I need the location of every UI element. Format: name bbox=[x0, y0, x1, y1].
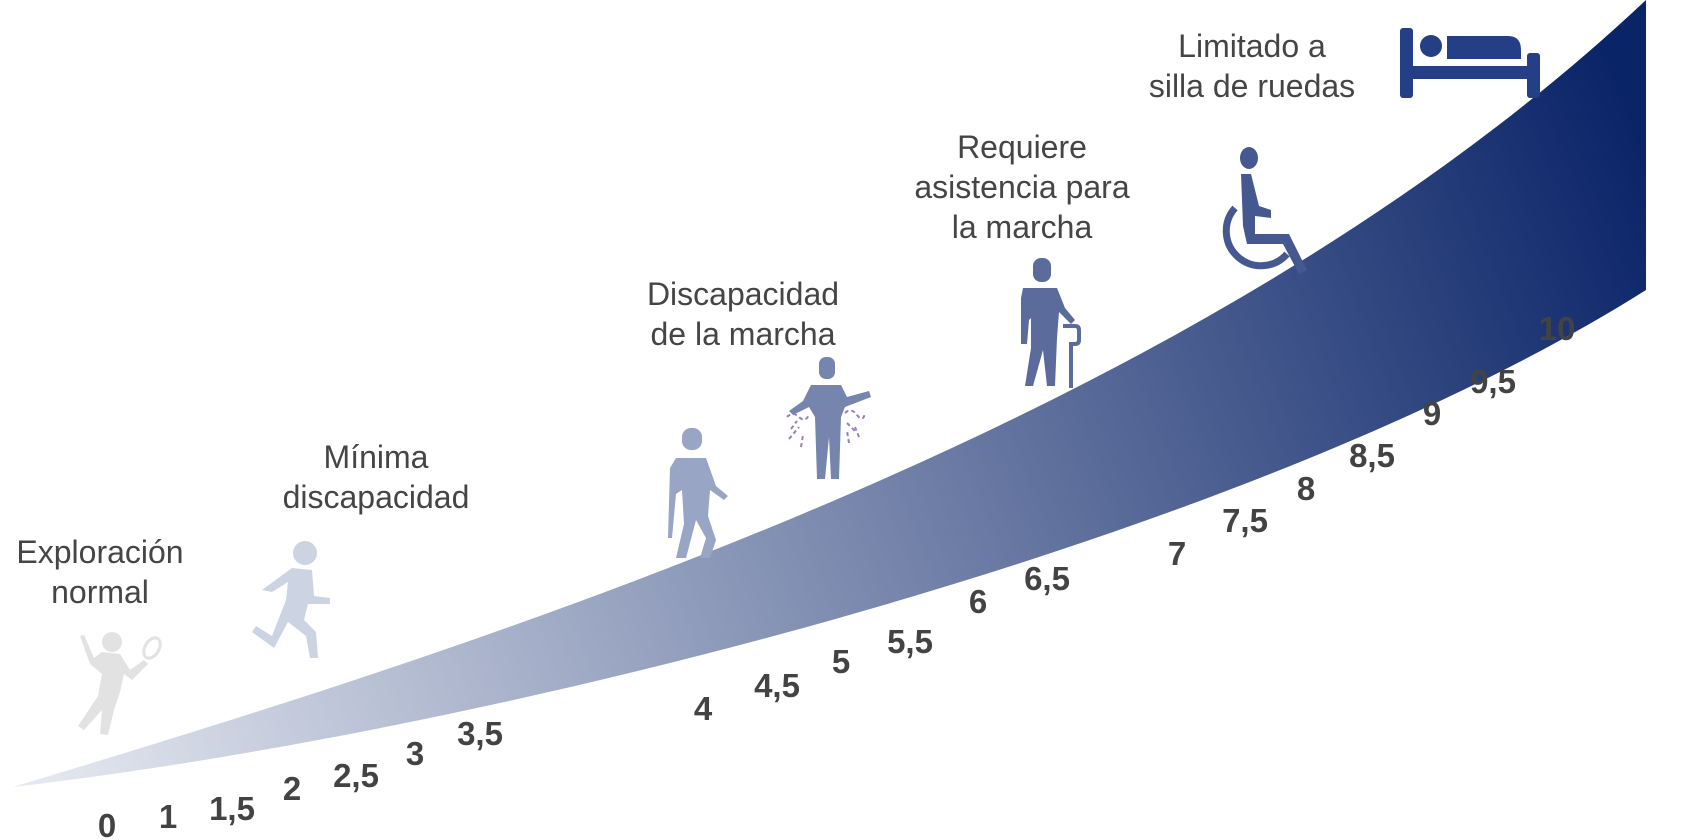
scale-tick-label: 0 bbox=[98, 807, 116, 840]
stage-label: Mínima discapacidad bbox=[283, 439, 470, 515]
person-with-cane-icon bbox=[1021, 258, 1081, 388]
stage-label: Limitado a silla de ruedas bbox=[1149, 28, 1355, 104]
scale-tick-label: 3,5 bbox=[457, 715, 503, 752]
stage-label-line: la marcha bbox=[952, 209, 1093, 245]
scale-tick-label: 10 bbox=[1539, 310, 1576, 347]
scale-tick-label: 8,5 bbox=[1349, 437, 1395, 474]
bed-icon bbox=[1400, 28, 1540, 98]
tennis-player-icon bbox=[78, 632, 162, 735]
tremor-marks bbox=[786, 409, 866, 448]
tremor-person-icon bbox=[786, 357, 871, 479]
scale-tick-label: 7 bbox=[1168, 535, 1186, 572]
stage-label-line: Mínima bbox=[324, 439, 429, 475]
stage-label-line: Exploración bbox=[16, 534, 183, 570]
scale-tick-label: 2 bbox=[283, 770, 301, 807]
scale-tick-label: 8 bbox=[1297, 470, 1315, 507]
scale-tick-label: 9,5 bbox=[1470, 363, 1516, 400]
scale-tick-label: 3 bbox=[406, 735, 424, 772]
wheelchair-icon bbox=[1222, 147, 1307, 274]
scale-tick-label: 4 bbox=[694, 690, 713, 727]
stage-label: Requiere asistencia para la marcha bbox=[914, 129, 1129, 245]
stage-label-line: silla de ruedas bbox=[1149, 68, 1355, 104]
stage-label-line: normal bbox=[51, 574, 149, 610]
severity-wedge bbox=[13, 0, 1646, 787]
scale-tick-label: 1 bbox=[159, 798, 177, 835]
stage-label-line: asistencia para bbox=[914, 169, 1129, 205]
scale-tick-label: 6,5 bbox=[1024, 560, 1070, 597]
scale-tick-label: 4,5 bbox=[754, 667, 800, 704]
stage-label-line: de la marcha bbox=[651, 316, 836, 352]
stage-label-line: Discapacidad bbox=[647, 276, 839, 312]
scale-tick-label: 9 bbox=[1423, 395, 1441, 432]
scale-tick-label: 6 bbox=[969, 583, 987, 620]
scale-tick-label: 5 bbox=[832, 643, 850, 680]
scale-tick-label: 7,5 bbox=[1222, 502, 1268, 539]
scale-tick-label: 2,5 bbox=[333, 757, 379, 794]
scale-tick-label: 5,5 bbox=[887, 623, 933, 660]
scale-tick-label: 1,5 bbox=[209, 790, 255, 827]
stage-label-line: Limitado a bbox=[1178, 28, 1326, 64]
stage-label-line: Requiere bbox=[957, 129, 1087, 165]
stage-label: Discapacidad de la marcha bbox=[647, 276, 839, 352]
stage-label-line: discapacidad bbox=[283, 479, 470, 515]
walking-person-icon bbox=[668, 428, 728, 558]
runner-icon bbox=[252, 541, 330, 658]
stage-label: Exploración normal bbox=[16, 534, 183, 610]
